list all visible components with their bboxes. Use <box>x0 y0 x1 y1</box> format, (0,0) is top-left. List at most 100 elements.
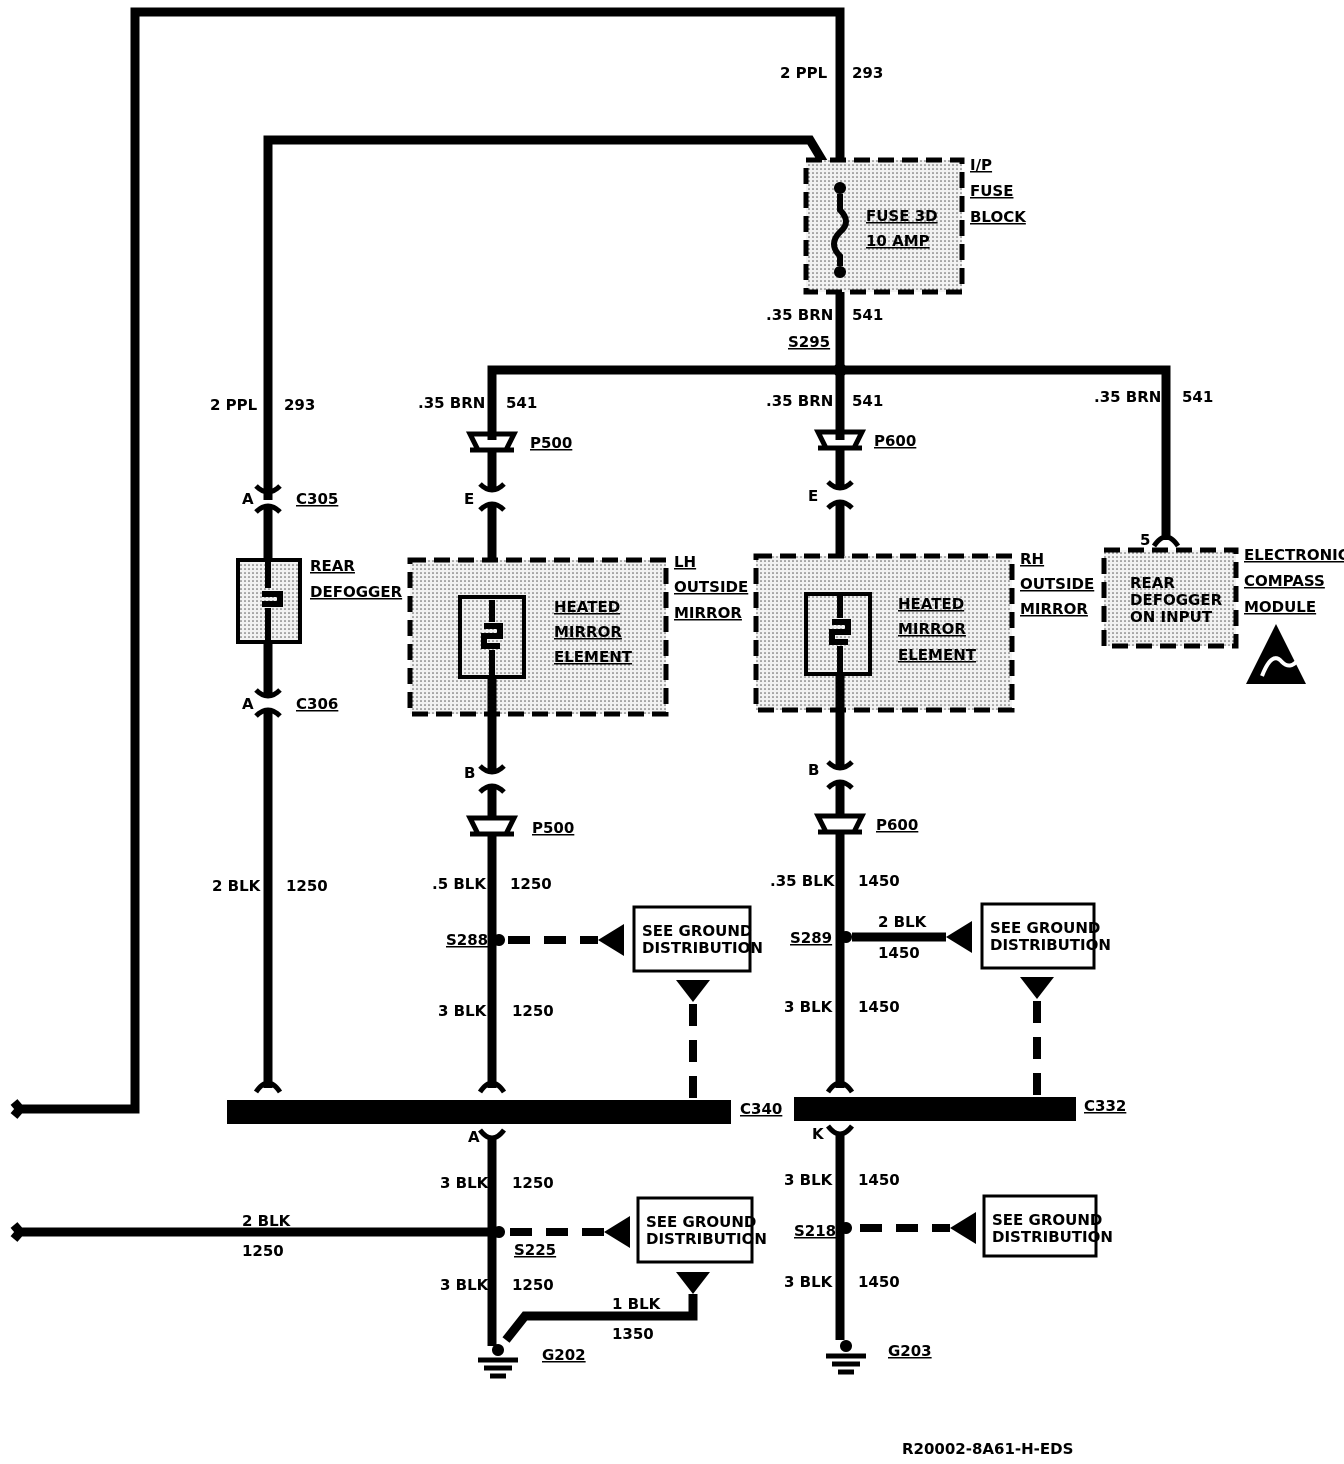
diagram-label: E <box>808 487 818 505</box>
diagram-label: 3 BLK <box>784 998 834 1016</box>
diagram-label: REAR <box>1130 574 1175 592</box>
diagram-label: C340 <box>740 1100 782 1118</box>
esd-warning-icon <box>1246 624 1306 684</box>
diagram-label: RH <box>1020 550 1044 568</box>
diagram-label: DISTRIBUTION <box>642 939 763 957</box>
lh-outside-mirror: HEATED MIRROR ELEMENT LH OUTSIDE MIRROR <box>407 553 748 717</box>
fuse-icon <box>831 194 849 266</box>
electronic-compass-module: REAR DEFOGGER ON INPUT ELECTRONIC COMPAS… <box>1101 546 1344 649</box>
diagram-label: SEE GROUND <box>990 919 1100 937</box>
diagram-label: P500 <box>530 434 572 452</box>
heating-element-icon <box>829 596 851 672</box>
diagram-label: 541 <box>852 306 883 324</box>
diagram-label: A <box>242 490 254 508</box>
diagram-label: 1250 <box>512 1276 554 1294</box>
diagram-label: 1450 <box>858 872 900 890</box>
diagram-label: 1 BLK <box>612 1295 662 1313</box>
diagram-label: .35 BRN <box>418 394 485 412</box>
diagram-label: 541 <box>1182 388 1213 406</box>
rear-defogger: REAR DEFOGGER <box>236 557 403 644</box>
diagram-label: C305 <box>296 490 338 508</box>
diagram-label: LH <box>674 553 696 571</box>
diagram-label: DEFOGGER <box>1130 591 1223 609</box>
diagram-label: B <box>808 761 819 779</box>
diagram-label: OUTSIDE <box>1020 575 1094 593</box>
diagram-label: B <box>464 764 475 782</box>
diagram-label: S225 <box>514 1241 556 1259</box>
diagram-label: .5 BLK <box>432 875 487 893</box>
diagram-label: 1250 <box>512 1174 554 1192</box>
diagram-label: HEATED <box>898 595 964 613</box>
diagram-label: OUTSIDE <box>674 578 748 596</box>
diagram-label: DISTRIBUTION <box>992 1228 1113 1246</box>
diagram-label: BLOCK <box>970 208 1027 226</box>
diagram-label: 3 BLK <box>784 1171 834 1189</box>
diagram-label: 1250 <box>242 1242 284 1260</box>
diagram-label: 2 BLK <box>878 913 928 931</box>
connector-p600-lower: P600 <box>813 813 918 835</box>
diagram-label: DEFOGGER <box>310 583 403 601</box>
ground-symbol-icon <box>826 1340 866 1375</box>
diagram-label: C306 <box>296 695 338 713</box>
diagram-label: P600 <box>874 432 916 450</box>
diagram-label: 541 <box>852 392 883 410</box>
diagram-label: A <box>468 1128 480 1146</box>
diagram-label: MIRROR <box>1020 600 1088 618</box>
heating-element-icon <box>262 560 283 642</box>
diagram-label: 1450 <box>858 1171 900 1189</box>
connector-c306: A C306 <box>242 688 338 718</box>
diagram-label: I/P <box>970 156 992 174</box>
connector-p600-upper: P600 <box>813 429 916 451</box>
ground-bar-c340 <box>227 1100 731 1124</box>
splice-s289 <box>840 931 852 943</box>
diagram-label: ELECTRONIC <box>1244 546 1344 564</box>
connector-p500-lower: P500 <box>465 815 574 837</box>
diagram-label: G203 <box>888 1342 932 1360</box>
diagram-label: DISTRIBUTION <box>990 936 1111 954</box>
diagram-label: 1350 <box>612 1325 654 1343</box>
diagram-label: 3 BLK <box>438 1002 488 1020</box>
splice-s218 <box>840 1222 852 1234</box>
diagram-label: MIRROR <box>674 604 742 622</box>
connector-c305: A C305 <box>242 484 338 514</box>
ground-distribution-box-4: SEE GROUND DISTRIBUTION <box>982 1194 1113 1258</box>
diagram-label: 3 BLK <box>440 1276 490 1294</box>
diagram-label: P500 <box>532 819 574 837</box>
diagram-label: ON INPUT <box>1130 608 1213 626</box>
diagram-label: DISTRIBUTION <box>646 1230 767 1248</box>
diagram-label: S288 <box>446 931 488 949</box>
ground-distribution-box-1: SEE GROUND DISTRIBUTION <box>632 905 763 1098</box>
diagram-label: REAR <box>310 557 355 575</box>
heating-element-icon <box>481 600 503 676</box>
fuse-block: FUSE 3D 10 AMP I/P FUSE BLOCK <box>803 156 1027 295</box>
ground-distribution-box-2: SEE GROUND DISTRIBUTION <box>980 902 1111 1098</box>
splice-s295 <box>833 363 847 377</box>
wire-top-circuit: 293 <box>852 64 883 82</box>
diagram-label: 1450 <box>858 1273 900 1291</box>
diagram-label: .35 BRN <box>766 306 833 324</box>
connector-p500-upper: P500 <box>465 431 572 453</box>
figure-id: R20002-8A61-H-EDS <box>902 1440 1073 1458</box>
diagram-label: FUSE <box>970 182 1013 200</box>
fuse-rating: 10 AMP <box>866 232 930 250</box>
diagram-label: A <box>242 695 254 713</box>
diagram-label: .35 BLK <box>770 872 836 890</box>
rh-outside-mirror: HEATED MIRROR ELEMENT RH OUTSIDE MIRROR <box>753 550 1094 713</box>
fuse-name: FUSE 3D <box>866 207 938 225</box>
splice-s225 <box>493 1226 505 1238</box>
diagram-label: 3 BLK <box>440 1174 490 1192</box>
diagram-label: 293 <box>284 396 315 414</box>
diagram-label: E <box>464 490 474 508</box>
diagram-label: S295 <box>788 333 830 351</box>
diagram-label: S289 <box>790 929 832 947</box>
diagram-label: ELEMENT <box>554 648 633 666</box>
ground-bar-c332 <box>794 1097 1076 1121</box>
diagram-label: MIRROR <box>554 623 622 641</box>
diagram-label: ELEMENT <box>898 646 977 664</box>
diagram-label: 1250 <box>510 875 552 893</box>
diagram-label: 2 BLK <box>242 1212 292 1230</box>
diagram-label: 1450 <box>878 944 920 962</box>
diagram-label: 5 <box>1140 531 1150 549</box>
diagram-label: 1450 <box>858 998 900 1016</box>
